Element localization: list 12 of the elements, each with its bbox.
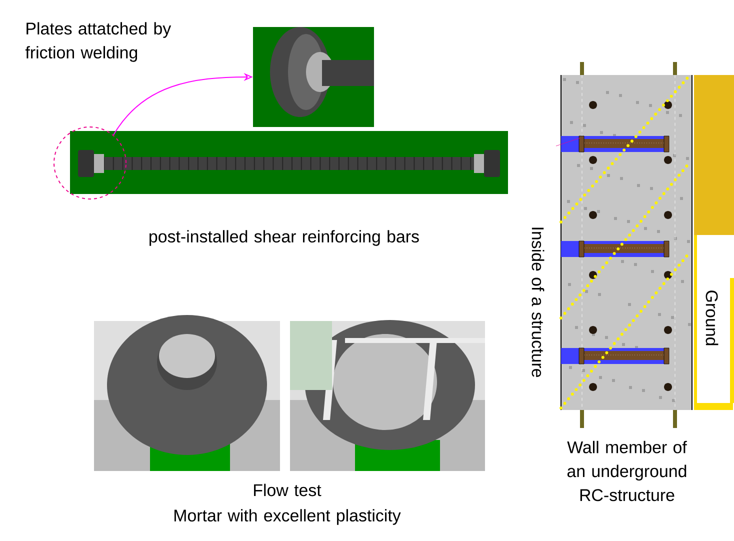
wall-section-drawing <box>556 62 734 428</box>
flow-test-photo-drawing <box>94 315 280 471</box>
headed-bar-photo-drawing <box>70 131 508 194</box>
dashed-circle <box>54 126 126 200</box>
caption-text: Mortar with excellent plasticity <box>174 509 401 525</box>
caption-text: Flow test <box>254 484 322 496</box>
caption-text: post-installed shear reinforcing bars <box>150 230 419 246</box>
flow-test-photo-drawing <box>290 320 485 471</box>
caption-text: Wall member of an underground RC-structure <box>567 440 687 502</box>
caption-text: Plates attatched by friction welding <box>25 22 172 62</box>
bar-head-photo-drawing <box>253 27 374 127</box>
caption-text: Inside of a structure <box>532 228 544 377</box>
